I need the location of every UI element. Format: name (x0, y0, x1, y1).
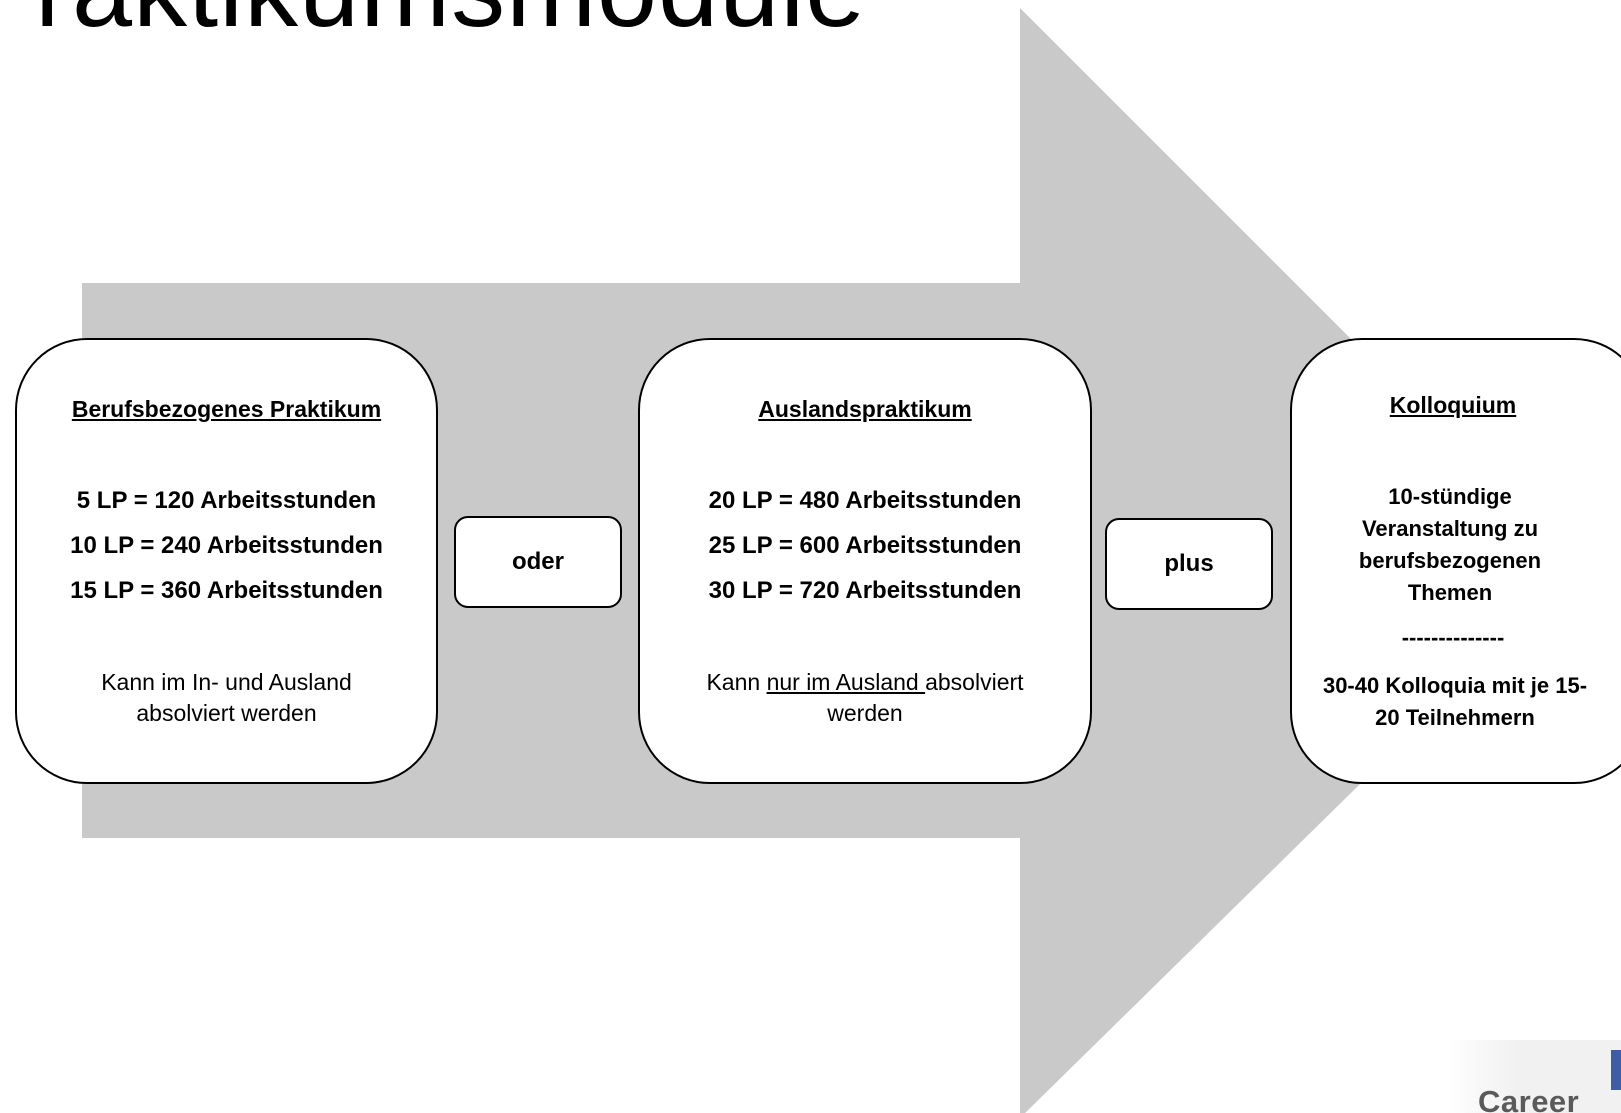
card-title: Auslandspraktikum (758, 396, 972, 422)
card-note: Kann nur im Ausland absolviert werden (640, 667, 1090, 729)
logo-accent-icon (1611, 1050, 1621, 1090)
logo-text: Career (1478, 1084, 1580, 1113)
connector-plus: plus (1105, 518, 1273, 610)
note-prefix: Kann (706, 669, 767, 695)
lp-line: 25 LP = 600 Arbeitsstunden (708, 532, 1022, 559)
note-underlined: nur im Ausland (766, 669, 926, 695)
career-logo: Career (1446, 1040, 1621, 1113)
note-suffix: absolviert werden (827, 669, 1024, 726)
lp-line: 10 LP = 240 Arbeitsstunden (70, 532, 383, 559)
connector-oder: oder (454, 516, 622, 608)
kolloquium-detail: 30-40 Kolloquia mit je 15-20 Teilnehmern (1322, 673, 1588, 730)
card-note: Kann im In- und Ausland absolviert werde… (101, 669, 352, 726)
card-title: Berufsbezogenes Praktikum (71, 396, 382, 422)
lp-line: 5 LP = 120 Arbeitsstunden (76, 487, 377, 514)
card-kolloquium: Kolloquium 10-stündige Veranstaltung zu … (1290, 338, 1621, 784)
lp-line: 15 LP = 360 Arbeitsstunden (70, 577, 383, 604)
kolloquium-description: 10-stündige Veranstaltung zu berufsbezog… (1358, 484, 1542, 605)
lp-line: 20 LP = 480 Arbeitsstunden (708, 487, 1022, 514)
lp-line: 30 LP = 720 Arbeitsstunden (708, 577, 1022, 604)
page-title: Praktikumsmodule (0, 0, 866, 54)
divider-dashes: -------------- (1401, 625, 1505, 650)
card-title: Kolloquium (1389, 392, 1517, 418)
card-auslandspraktikum: Auslandspraktikum 20 LP = 480 Arbeitsstu… (638, 338, 1092, 784)
card-berufsbezogenes-praktikum: Berufsbezogenes Praktikum 5 LP = 120 Arb… (15, 338, 438, 784)
